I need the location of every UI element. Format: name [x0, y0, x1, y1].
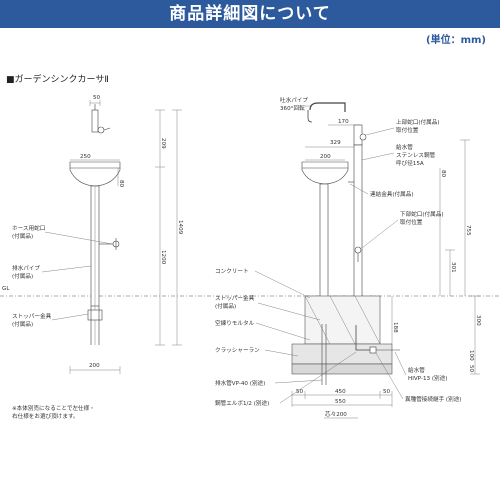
label-stopper-2: (付属品) [215, 302, 236, 310]
dim-center-200: 芯々200 [325, 410, 347, 418]
label-stopper-1: ストッパー金具 [215, 294, 255, 302]
dim-tap-height: 755 [465, 225, 471, 236]
product-name: ■ガーデンシンクカーサⅡ [6, 75, 109, 85]
dim-total-height: 1409 [177, 220, 183, 235]
dim-lower-height: 301 [450, 262, 456, 273]
note-line-1: ※本体別売になることで左仕様・ [12, 404, 95, 412]
right-sink-drawing: 170 329 200 80 [215, 96, 481, 419]
label-drain-vp: 排水管VP-40 (別途) [215, 379, 265, 387]
dim-side-50-left: 50 [296, 389, 304, 395]
label-hose-tap-1: ホース用蛇口 [12, 224, 45, 232]
label-crusher-run: クラッシャーラン [215, 347, 260, 354]
label-spout-1: 吐水パイプ [280, 96, 308, 104]
dim-spout-width: 170 [338, 119, 349, 125]
label-supply-hivp-2: HIVP-13 (別途) [408, 374, 447, 382]
label-supply-2: ステンレス鋼管 [396, 151, 436, 159]
label-lower-tap-2: 取付位置 [400, 218, 423, 226]
dim-top-width: 50 [93, 95, 101, 101]
label-upper-tap-1: 上部蛇口(付属品) [396, 118, 440, 126]
dim-layer-50: 50 [468, 365, 474, 373]
dim-side-50-right: 50 [383, 389, 391, 395]
label-upper-tap-2: 取付位置 [396, 126, 419, 134]
label-supply-1: 給水管 [396, 143, 413, 151]
dim-depth-300: 300 [475, 315, 481, 326]
label-supply-3: 呼び径15A [396, 159, 424, 167]
left-sink-drawing: 50 250 80 200 209 12 [12, 95, 183, 420]
label-stopper-1: ストッパー金具 [12, 312, 52, 320]
dim-bowl-width: 200 [320, 154, 331, 160]
dim-bowl-width: 250 [80, 154, 91, 160]
dim-layer-100: 100 [468, 350, 474, 361]
ground-label: GL [2, 286, 10, 292]
dim-top-offset: 329 [330, 140, 341, 146]
page-title: 商品詳細図について [169, 4, 331, 24]
dim-mid-height: 1200 [160, 250, 166, 265]
title-banner [0, 0, 500, 28]
dim-base-width: 200 [89, 363, 100, 369]
label-mortar: 空練りモルタル [215, 319, 255, 327]
label-hose-tap-2: (付属品) [12, 232, 33, 240]
label-elbow: 鋼管エルボ1/2 (別途) [215, 399, 269, 407]
dim-outer-550: 550 [335, 399, 346, 405]
label-joint: 異種管接続継手 (別途) [405, 395, 462, 403]
dim-bowl-depth: 80 [118, 180, 124, 188]
label-drain-pipe-2: (付属品) [12, 272, 33, 280]
unit-note: (単位：mm) [426, 35, 486, 46]
label-stopper-2: (付属品) [12, 320, 33, 328]
label-connector: 連結金具(付属品) [370, 190, 414, 198]
dim-top-height: 209 [160, 138, 166, 149]
label-supply-hivp-1: 給水管 [408, 366, 425, 374]
label-drain-pipe-1: 排水パイプ [12, 264, 40, 272]
dim-mortar-188: 188 [392, 322, 398, 333]
dim-bowl-depth: 80 [440, 170, 446, 178]
label-lower-tap-1: 下部蛇口(付属品) [400, 210, 444, 218]
label-concrete: コンクリート [215, 268, 249, 275]
label-spout-2: 360°回転 [280, 105, 305, 112]
dim-inner-450: 450 [335, 389, 346, 395]
note-line-2: 右仕様をお選び頂けます。 [12, 412, 79, 420]
